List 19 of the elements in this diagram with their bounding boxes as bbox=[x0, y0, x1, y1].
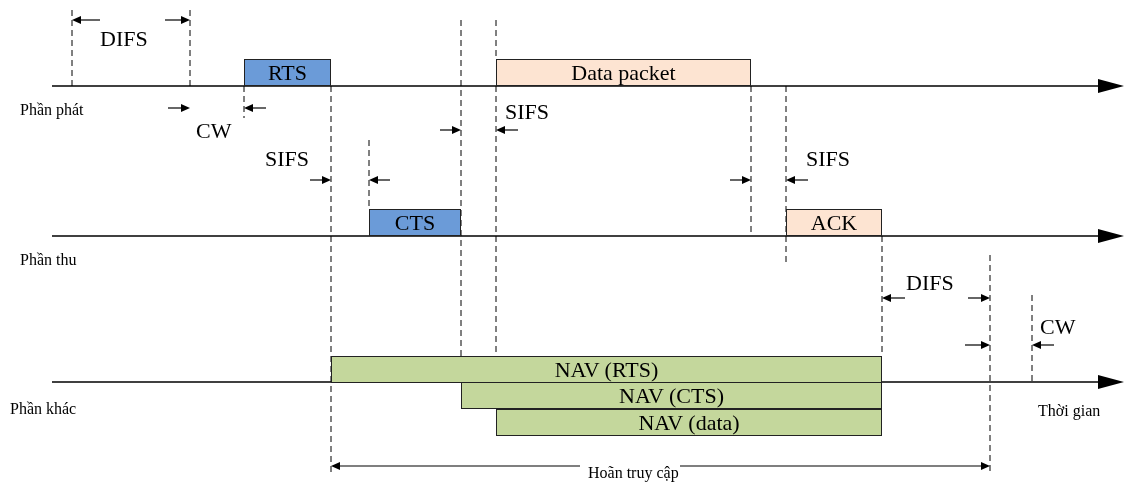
frame-box: RTS bbox=[244, 59, 331, 86]
interval-label: Hoãn truy cập bbox=[588, 465, 679, 481]
interval-label: CW bbox=[1040, 316, 1076, 338]
row-label: Phần thu bbox=[20, 252, 77, 268]
nav-bar: NAV (RTS) bbox=[331, 356, 882, 383]
interval-label: SIFS bbox=[505, 101, 550, 123]
interval-label: DIFS bbox=[100, 28, 148, 50]
frame-box: Data packet bbox=[496, 59, 751, 86]
frame-box: CTS bbox=[369, 209, 461, 236]
interval-label: SIFS bbox=[265, 148, 310, 170]
nav-bar: NAV (data) bbox=[496, 409, 882, 436]
axis-label: Thời gian bbox=[1038, 403, 1101, 419]
frame-box: ACK bbox=[786, 209, 882, 236]
interval-label: DIFS bbox=[906, 272, 954, 294]
row-label: Phần khác bbox=[10, 401, 77, 417]
interval-label: CW bbox=[196, 120, 232, 142]
interval-label: SIFS bbox=[806, 148, 851, 170]
row-label: Phần phát bbox=[20, 102, 84, 118]
nav-bar: NAV (CTS) bbox=[461, 382, 882, 409]
